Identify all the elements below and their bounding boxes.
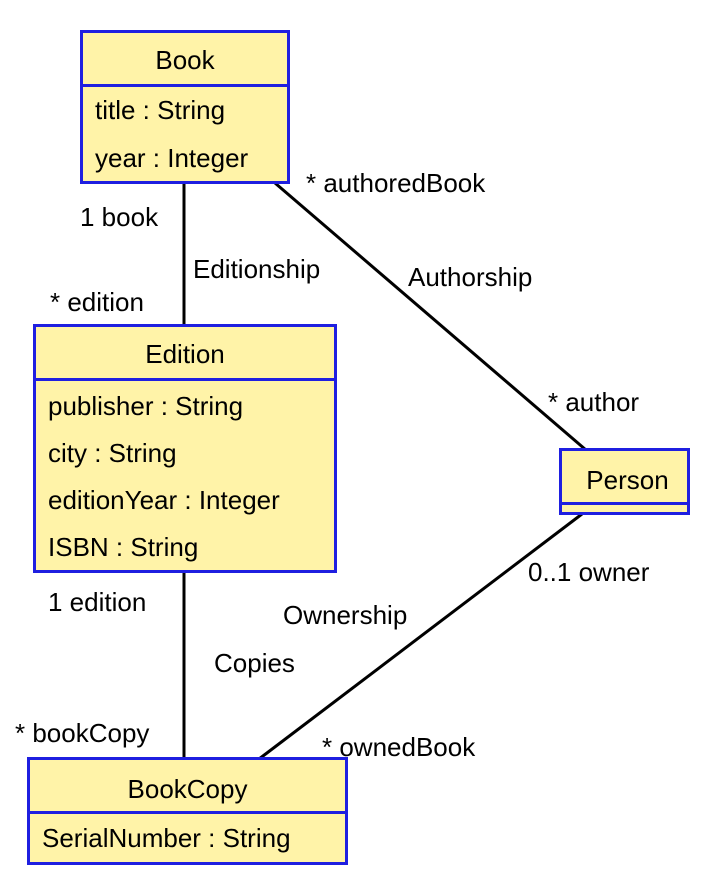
class-attribute: year : Integer: [95, 143, 249, 173]
class-attribute: SerialNumber : String: [42, 823, 291, 853]
authorship-name-label: Authorship: [408, 262, 533, 292]
authorship-end2-label: * author: [548, 387, 640, 417]
class-book[interactable]: Book title : String year : Integer: [80, 30, 290, 184]
editionship-end1-label: 1 book: [80, 202, 159, 232]
class-bookcopy-attributes: SerialNumber : String: [30, 814, 345, 851]
ownership-line: [258, 512, 583, 761]
class-book-name: Book: [83, 33, 287, 87]
class-attribute: publisher : String: [48, 391, 244, 421]
class-edition[interactable]: Edition publisher : String city : String…: [33, 324, 337, 573]
class-attribute: title : String: [95, 95, 226, 125]
class-book-attributes: title : String year : Integer: [83, 87, 287, 171]
editionship-end2-label: * edition: [50, 287, 144, 317]
class-attribute: ISBN : String: [48, 532, 199, 562]
class-bookcopy[interactable]: BookCopy SerialNumber : String: [27, 757, 348, 865]
copies-end2-label: * bookCopy: [15, 718, 150, 748]
class-person[interactable]: Person: [559, 448, 690, 515]
authorship-line: [274, 181, 587, 452]
ownership-name-label: Ownership: [283, 600, 408, 630]
copies-end1-label: 1 edition: [48, 587, 147, 617]
authorship-end1-label: * authoredBook: [306, 168, 486, 198]
class-attribute: city : String: [48, 438, 177, 468]
copies-name-label: Copies: [214, 648, 295, 678]
ownership-end1-label: 0..1 owner: [528, 557, 650, 587]
editionship-name-label: Editionship: [193, 254, 321, 284]
class-attribute: editionYear : Integer: [48, 485, 280, 515]
class-edition-name: Edition: [36, 327, 334, 381]
class-person-name: Person: [562, 451, 687, 505]
class-bookcopy-name: BookCopy: [30, 760, 345, 814]
class-edition-attributes: publisher : String city : String edition…: [36, 381, 334, 560]
ownership-end2-label: * ownedBook: [322, 732, 476, 762]
